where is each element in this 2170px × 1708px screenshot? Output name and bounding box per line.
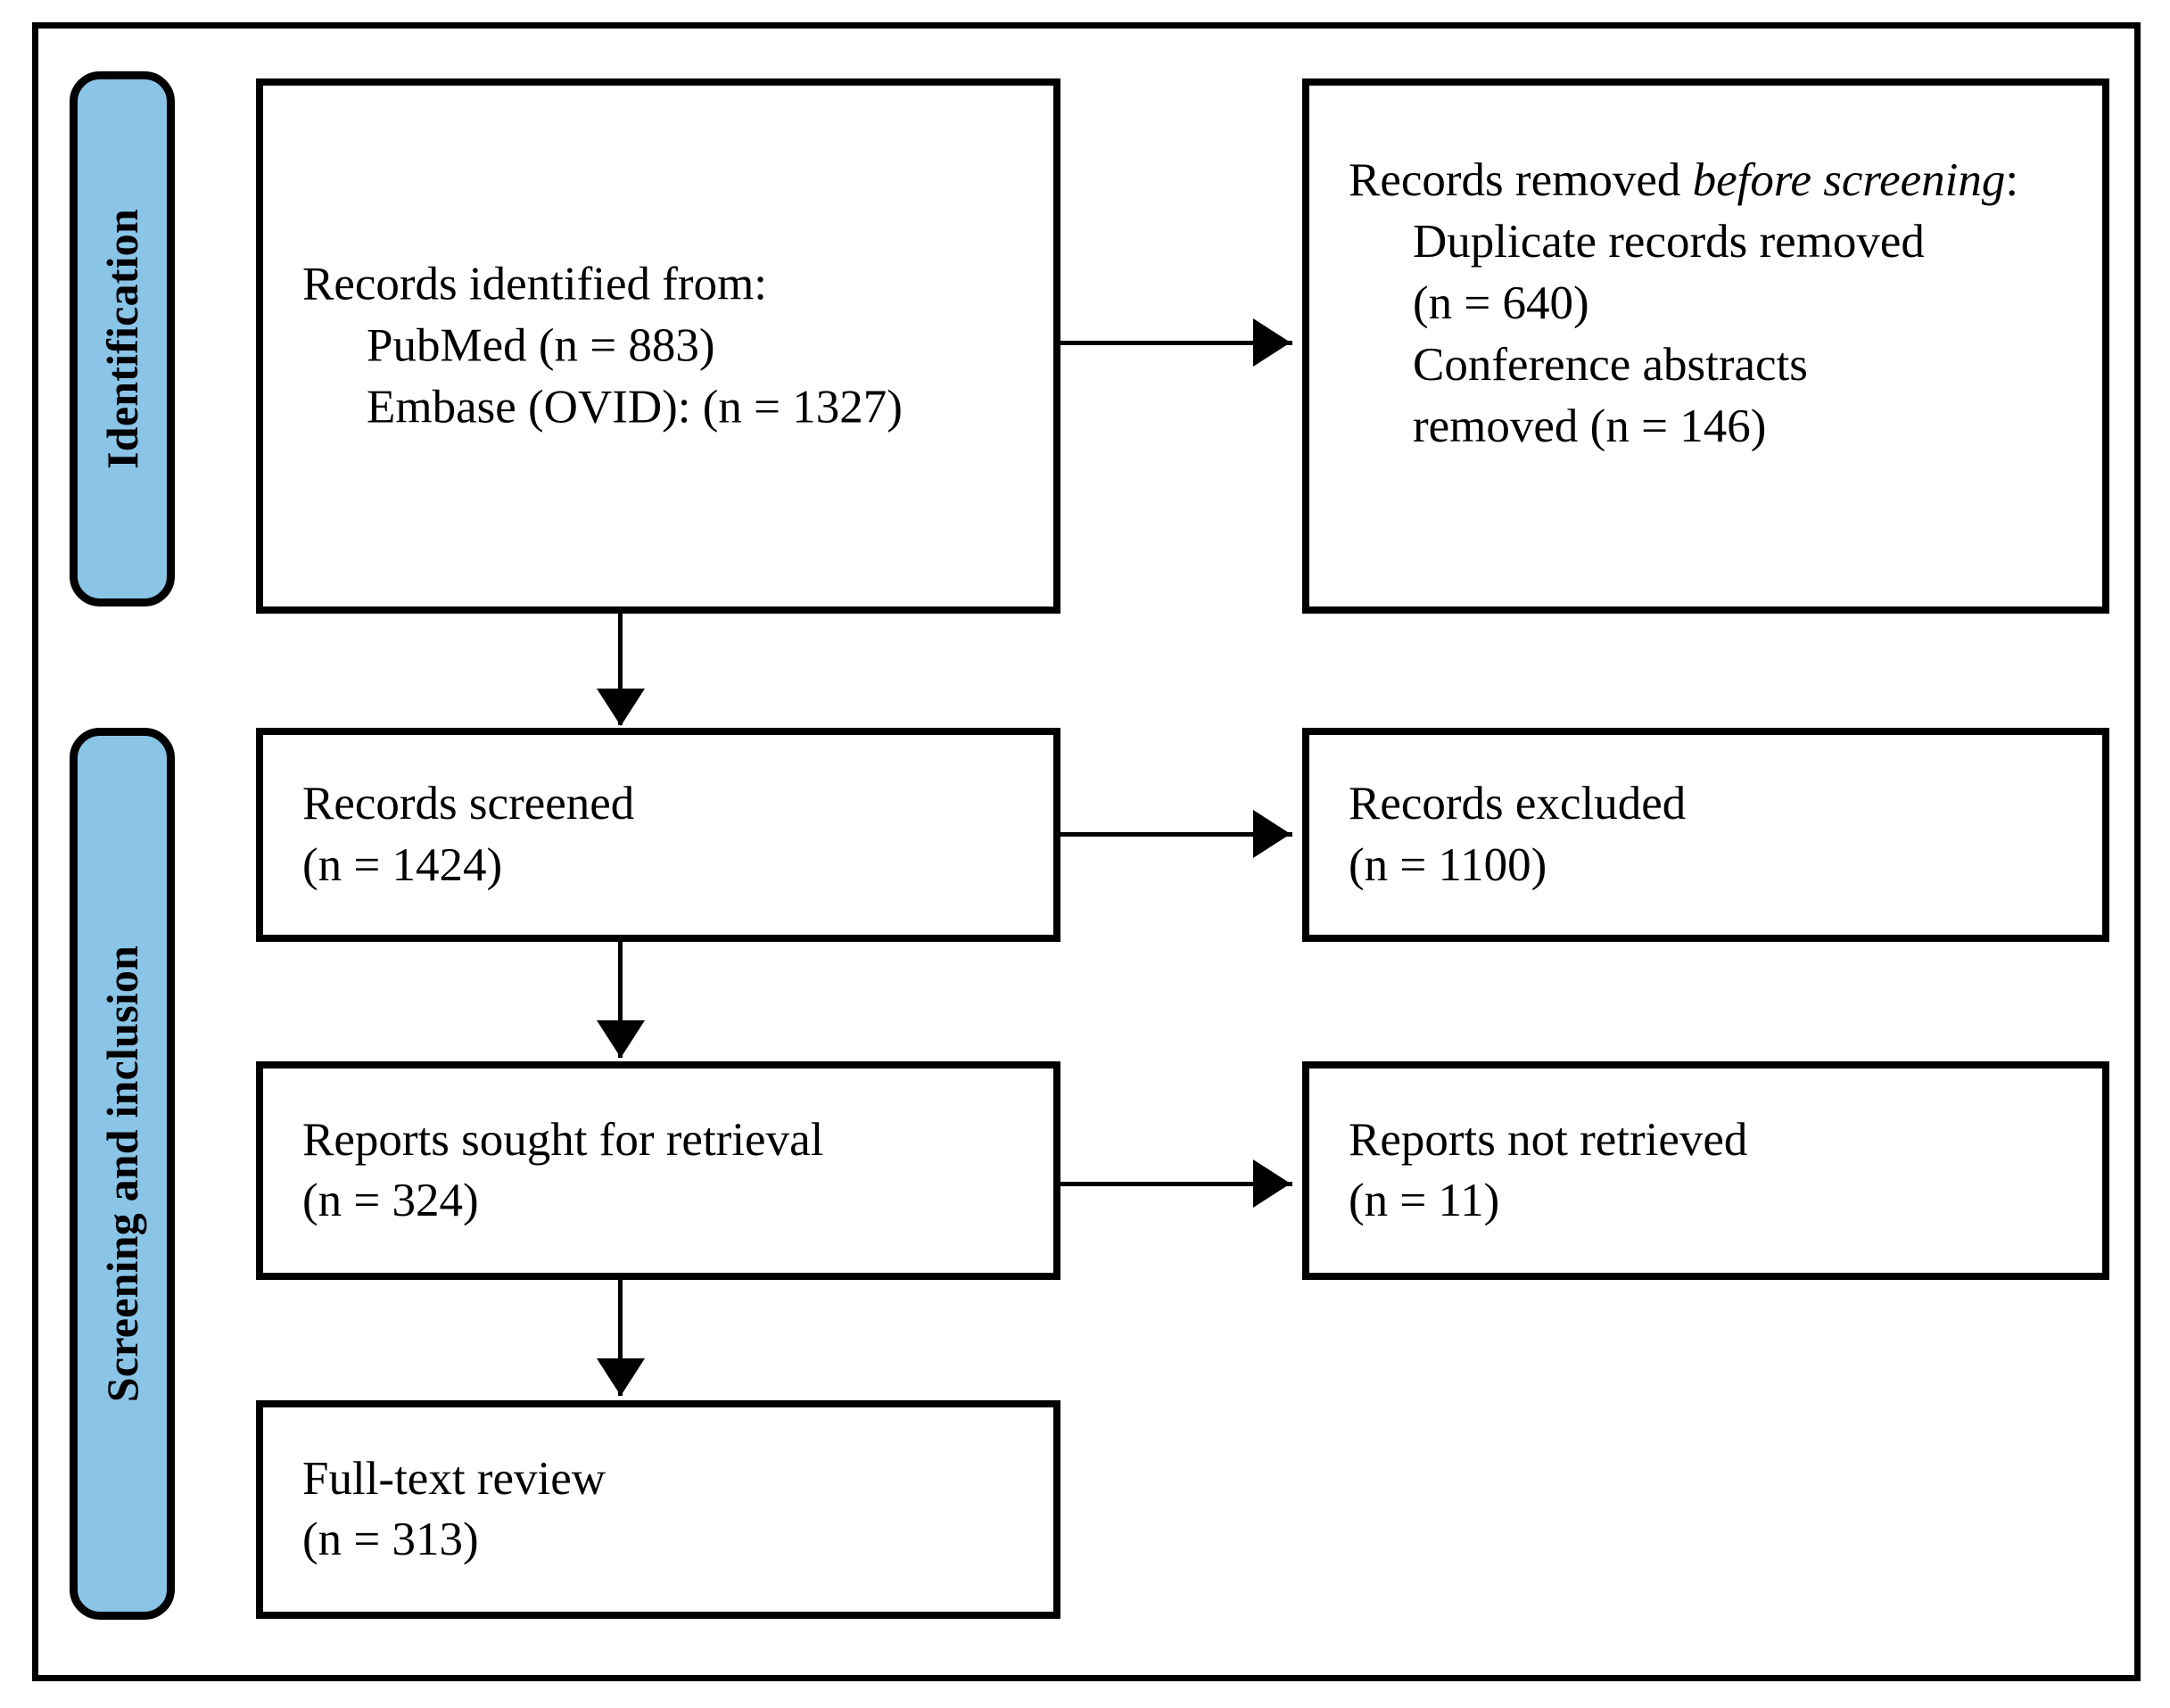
records-screened-line-1: Records screened bbox=[302, 778, 635, 830]
reports-sought-line-1: Reports sought for retrieval bbox=[302, 1113, 824, 1166]
box-reports-sought-for-retrieval: Reports sought for retrieval (n = 324) bbox=[256, 1061, 1060, 1280]
box-reports-not-retrieved: Reports not retrieved (n = 11) bbox=[1302, 1061, 2109, 1280]
arrowhead-sought-to-full-text-review bbox=[597, 1358, 645, 1396]
records-removed-line-2: Duplicate records removed bbox=[1413, 215, 1925, 268]
records-removed-line-1-emphasis: before screening bbox=[1692, 154, 2006, 206]
box-reports-not-retrieved-text: Reports not retrieved (n = 11) bbox=[1349, 1110, 2086, 1233]
records-excluded-line-1: Records excluded bbox=[1349, 778, 1687, 830]
connector-identified-to-screened bbox=[618, 614, 623, 725]
connector-identified-to-removed bbox=[1060, 341, 1292, 345]
stage-label-identification: Identification bbox=[97, 209, 148, 469]
box-records-removed-before-screening: Records removed before screening: Duplic… bbox=[1302, 78, 2109, 614]
box-records-removed-text: Records removed before screening: Duplic… bbox=[1349, 150, 2086, 457]
box-full-text-review: Full-text review (n = 313) bbox=[256, 1400, 1060, 1619]
box-records-identified: Records identified from: PubMed (n = 883… bbox=[256, 78, 1060, 614]
records-identified-line-2: PubMed (n = 883) bbox=[367, 319, 715, 372]
box-records-screened: Records screened (n = 1424) bbox=[256, 728, 1060, 942]
reports-not-retrieved-line-1: Reports not retrieved bbox=[1349, 1113, 1748, 1166]
records-removed-line-1: Records removed before screening: bbox=[1349, 150, 2086, 211]
full-text-review-line-2: (n = 313) bbox=[302, 1514, 479, 1566]
arrowhead-identified-to-screened bbox=[597, 689, 645, 726]
box-full-text-review-text: Full-text review (n = 313) bbox=[302, 1448, 1037, 1572]
records-removed-line-1-suffix: : bbox=[2005, 154, 2019, 206]
stage-label-screening-and-inclusion: Screening and inclusion bbox=[97, 945, 147, 1403]
full-text-review-line-1: Full-text review bbox=[302, 1452, 606, 1505]
reports-not-retrieved-line-2: (n = 11) bbox=[1349, 1175, 1500, 1227]
arrowhead-screened-to-excluded bbox=[1253, 810, 1291, 858]
connector-screened-to-excluded bbox=[1060, 832, 1292, 837]
records-removed-line-4: Conference abstracts bbox=[1413, 338, 1808, 391]
arrowhead-sought-to-not-retrieved bbox=[1253, 1159, 1291, 1208]
box-records-screened-text: Records screened (n = 1424) bbox=[302, 773, 1037, 896]
records-removed-line-3: (n = 640) bbox=[1413, 276, 1589, 329]
box-records-identified-text: Records identified from: PubMed (n = 883… bbox=[302, 254, 1037, 439]
connector-sought-to-not-retrieved bbox=[1060, 1182, 1292, 1186]
records-screened-line-2: (n = 1424) bbox=[302, 839, 503, 891]
arrowhead-screened-to-reports-sought bbox=[597, 1020, 645, 1058]
records-excluded-line-2: (n = 1100) bbox=[1349, 839, 1547, 891]
records-identified-line-3: Embase (OVID): (n = 1327) bbox=[367, 381, 903, 433]
records-removed-line-5: removed (n = 146) bbox=[1413, 400, 1767, 452]
connector-sought-to-full-text-review bbox=[618, 1280, 623, 1396]
stage-pill-screening-and-inclusion: Screening and inclusion bbox=[70, 728, 175, 1620]
box-records-excluded: Records excluded (n = 1100) bbox=[1302, 728, 2109, 942]
stage-pill-identification: Identification bbox=[70, 71, 175, 606]
records-identified-line-1: Records identified from: bbox=[302, 258, 768, 310]
box-reports-sought-text: Reports sought for retrieval (n = 324) bbox=[302, 1110, 1037, 1233]
reports-sought-line-2: (n = 324) bbox=[302, 1175, 479, 1227]
records-removed-line-1-prefix: Records removed bbox=[1349, 154, 1693, 206]
arrowhead-identified-to-removed bbox=[1253, 318, 1291, 367]
box-records-excluded-text: Records excluded (n = 1100) bbox=[1349, 773, 2086, 896]
connector-screened-to-reports-sought bbox=[618, 942, 623, 1058]
